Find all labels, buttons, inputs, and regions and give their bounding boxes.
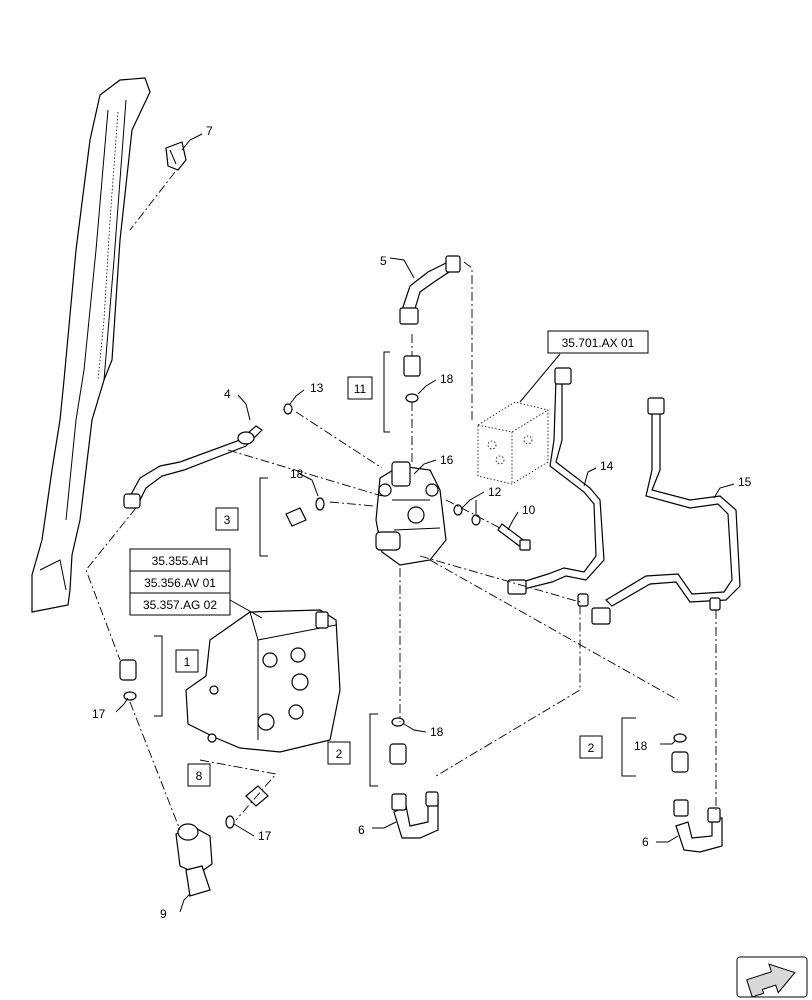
tube-5 xyxy=(399,255,461,325)
reference-manifold[interactable]: 35.701.AX 01 xyxy=(547,330,649,354)
back-arrow-icon[interactable] xyxy=(736,956,808,1000)
leader-lines xyxy=(115,133,735,913)
tube-6-right xyxy=(673,799,723,853)
callout-box-2: 2 xyxy=(579,735,603,759)
svg-text:2: 2 xyxy=(588,741,595,755)
tube-14 xyxy=(507,367,605,607)
valve-16 xyxy=(375,461,447,566)
callout-6: 6 xyxy=(358,823,365,837)
reference-valve-1: 35.355.AH xyxy=(152,554,209,568)
callout-box-1: 1 xyxy=(175,649,199,673)
manifold-block xyxy=(477,401,549,485)
tube-15 xyxy=(591,397,741,625)
control-valve-assembly xyxy=(185,609,341,753)
reference-valve-3: 35.357.AG 02 xyxy=(143,598,217,612)
adapter-11 xyxy=(403,355,421,403)
svg-text:3: 3 xyxy=(224,513,231,527)
loader-arm xyxy=(31,77,151,613)
callout-18: 18 xyxy=(430,725,444,739)
callout-13: 13 xyxy=(310,381,324,395)
callout-12: 12 xyxy=(488,485,502,499)
callout-7: 7 xyxy=(206,124,213,138)
callout-10: 10 xyxy=(522,503,536,517)
fitting-3 xyxy=(285,497,325,527)
callout-9: 9 xyxy=(160,907,167,921)
tube-4 xyxy=(123,425,263,509)
callout-4: 4 xyxy=(224,387,231,401)
svg-text:35.701.AX 01: 35.701.AX 01 xyxy=(562,336,635,350)
callout-box-8: 8 xyxy=(187,763,211,787)
reference-valve-2: 35.356.AV 01 xyxy=(144,576,216,590)
callout-14: 14 xyxy=(600,459,614,473)
callout-box-11: 11 xyxy=(347,376,373,400)
callout-18: 18 xyxy=(634,739,648,753)
fitting-2-center xyxy=(389,717,407,765)
callout-box-3: 3 xyxy=(215,507,239,531)
callout-6: 6 xyxy=(642,835,649,849)
callout-box-2: 2 xyxy=(327,741,351,765)
callout-18: 18 xyxy=(290,467,304,481)
svg-text:11: 11 xyxy=(354,382,367,396)
solenoid-9 xyxy=(175,823,213,897)
plug-13 xyxy=(283,403,293,415)
svg-text:2: 2 xyxy=(336,747,343,761)
callout-5: 5 xyxy=(380,254,387,268)
callout-18: 18 xyxy=(440,372,454,386)
fitting-2-right xyxy=(671,733,689,773)
callout-16: 16 xyxy=(440,453,454,467)
fitting-1 xyxy=(119,659,137,701)
tube-6-center xyxy=(391,791,439,839)
callout-17: 17 xyxy=(92,707,106,721)
hose-clip xyxy=(165,141,187,171)
svg-text:8: 8 xyxy=(196,769,203,783)
svg-text:1: 1 xyxy=(184,655,191,669)
callout-15: 15 xyxy=(738,475,752,489)
reference-valve-group[interactable]: 35.355.AH 35.356.AV 01 35.357.AG 02 xyxy=(129,548,231,616)
bolt-10 xyxy=(453,504,531,551)
callout-17: 17 xyxy=(258,829,272,843)
